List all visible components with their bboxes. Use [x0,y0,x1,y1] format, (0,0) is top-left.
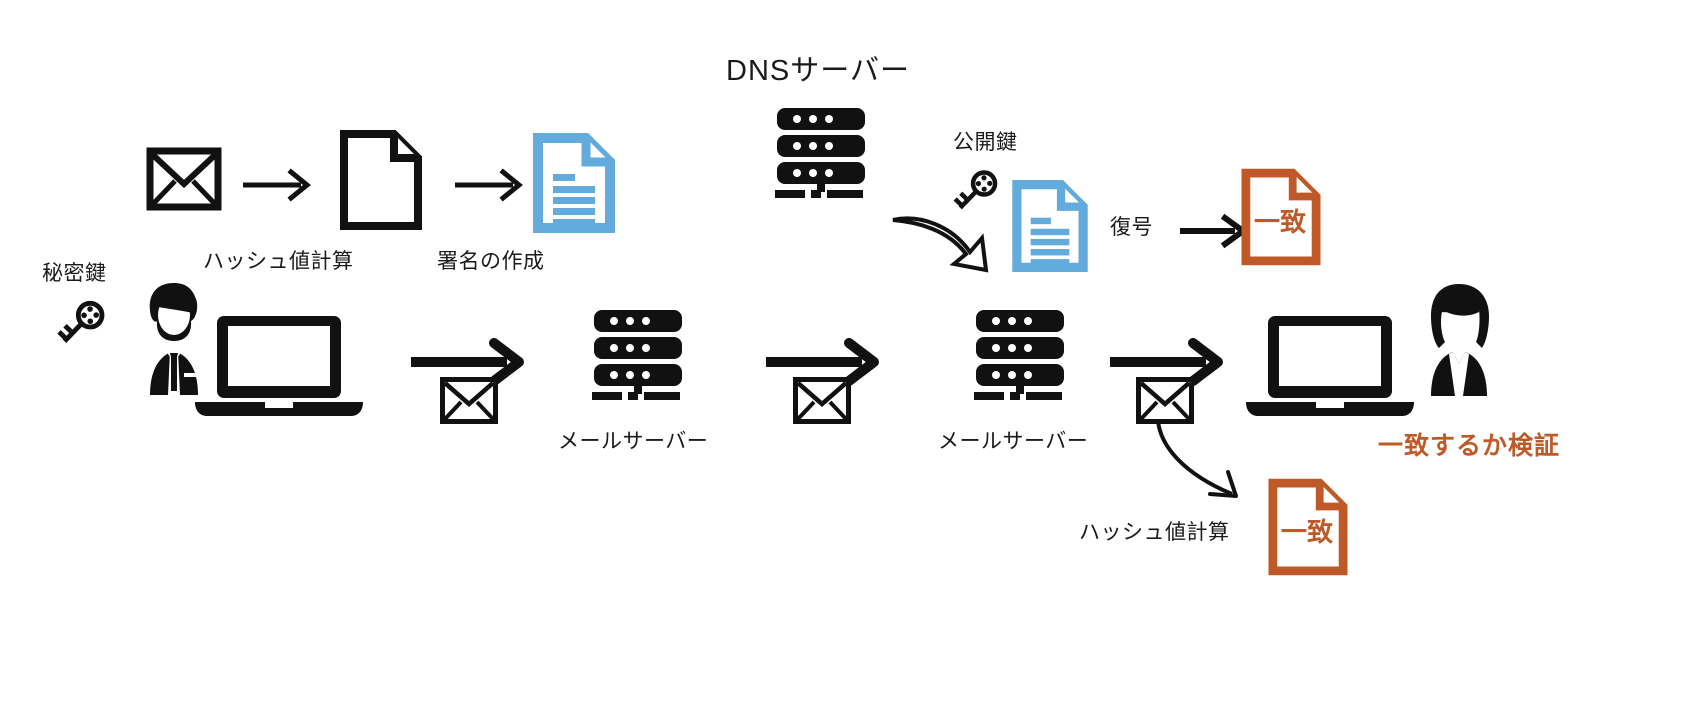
laptop-icon [193,314,365,418]
match-document-top-text: 一致 [1254,207,1307,237]
arrow-right-icon [1180,213,1250,249]
arrow-right-icon [455,168,525,202]
label-hash-calc-bottom: ハッシュ値計算 [1079,521,1230,544]
laptop-icon [1244,314,1416,418]
person-male-icon [126,277,222,395]
label-signature-create: 署名の作成 [437,250,545,273]
server-rack-icon [775,108,867,198]
person-female-icon [1411,280,1507,396]
key-icon [945,162,998,214]
label-public-key: 公開鍵 [953,131,1018,154]
label-private-key: 秘密鍵 [42,262,107,285]
key-icon [48,292,105,348]
curved-arrow-icon [1150,418,1260,508]
match-document-bottom: 一致 [1268,478,1348,576]
match-document-bottom-text: 一致 [1281,517,1334,547]
label-dns-server: DNSサーバー [726,55,910,87]
signed-document-icon [533,133,615,233]
arrow-right-icon [766,338,881,386]
server-rack-icon [974,310,1066,400]
arrow-right-icon [1110,338,1225,386]
arrow-right-icon [411,338,526,386]
document-icon [340,130,422,230]
label-mail-server-1: メールサーバー [558,430,709,453]
arrow-right-icon [243,168,313,202]
server-rack-icon [592,310,684,400]
label-decrypt: 復号 [1110,216,1153,239]
envelope-icon [146,147,222,211]
signed-document-icon [1012,180,1088,272]
label-hash-calc-top: ハッシュ値計算 [203,250,354,273]
match-document-top: 一致 [1241,168,1321,266]
label-mail-server-2: メールサーバー [938,430,1089,453]
envelope-icon [793,377,851,424]
label-verify-match: 一致するか検証 [1378,432,1561,460]
curved-arrow-icon [890,212,995,274]
envelope-icon [440,377,498,424]
envelope-icon [1136,377,1194,424]
